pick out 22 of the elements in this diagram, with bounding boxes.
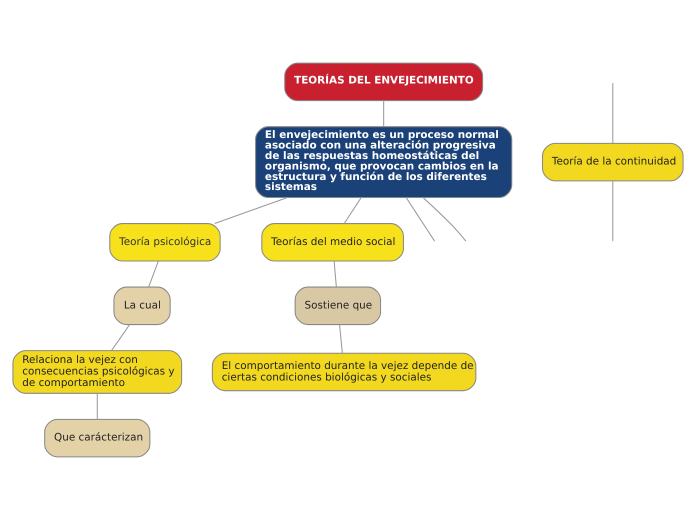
connector xyxy=(111,324,130,351)
connector xyxy=(96,394,98,420)
node-box: Teoría psicológica xyxy=(109,223,221,262)
node-box: TEORÍAS DEL ENVEJECIMIENTO xyxy=(284,62,484,102)
connector xyxy=(422,197,466,242)
node-box: Que carácterizan xyxy=(44,418,150,458)
node-box: El envejecimiento es un proceso normal asociado con una alteración progresiva de las respuestas homeostáticas del organismo, que provocan cambios en la estructura y función de los diferentes sistemas xyxy=(255,126,512,198)
connector xyxy=(339,324,343,354)
node-box: Teoría de la continuidad xyxy=(542,142,684,182)
node-box: El comportamiento durante la vejez depende de ciertas condiciones biológicas y sociales xyxy=(212,352,476,392)
node-box: La cual xyxy=(113,286,171,326)
connector xyxy=(406,197,436,242)
connector xyxy=(334,261,337,287)
node-box: Relaciona la vejez con consecuencias psicológicas y de comportamiento xyxy=(12,350,182,394)
node-box: Teorías del medio social xyxy=(261,223,404,262)
connector xyxy=(612,83,614,144)
node-box: Sostiene que xyxy=(294,286,382,326)
connector xyxy=(383,100,384,126)
connector xyxy=(214,197,288,224)
connector xyxy=(148,260,159,288)
connector xyxy=(612,180,614,242)
connector xyxy=(344,197,362,224)
